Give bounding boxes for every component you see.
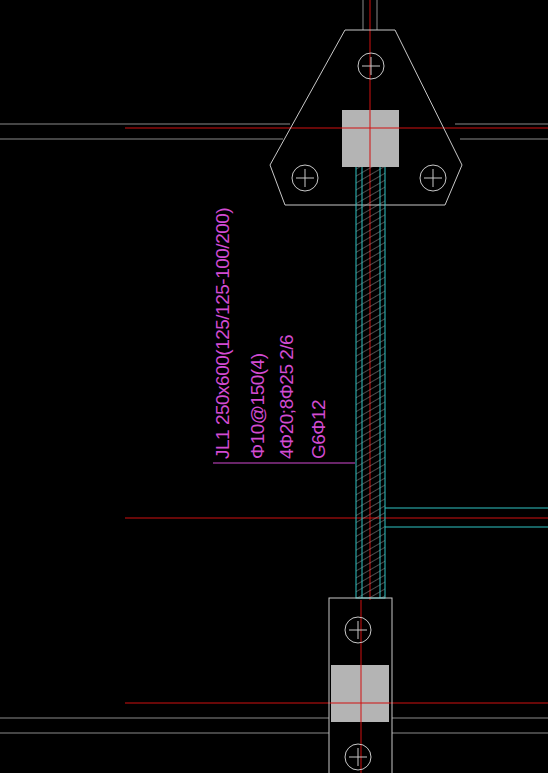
column: [331, 665, 389, 722]
column: [342, 110, 399, 167]
side-beam: [385, 508, 548, 527]
beam-annotation: Φ10@150(4): [247, 353, 269, 459]
beam: [356, 165, 385, 598]
beam-annotation: 4Φ20;8Φ25 2/6: [276, 335, 298, 459]
axis-lines: [361, 665, 362, 722]
axis-lines: [125, 0, 548, 773]
beam-annotation: G6Φ12: [308, 400, 330, 459]
leader-line: [213, 463, 355, 464]
wall-lines: [0, 0, 548, 733]
axis-lines: [331, 703, 389, 704]
beam-annotation: JL1 250x600(125/125-100/200): [212, 208, 234, 459]
axis-lines: [370, 110, 371, 167]
pile-cap: [329, 598, 392, 773]
axis-lines: [342, 128, 399, 129]
